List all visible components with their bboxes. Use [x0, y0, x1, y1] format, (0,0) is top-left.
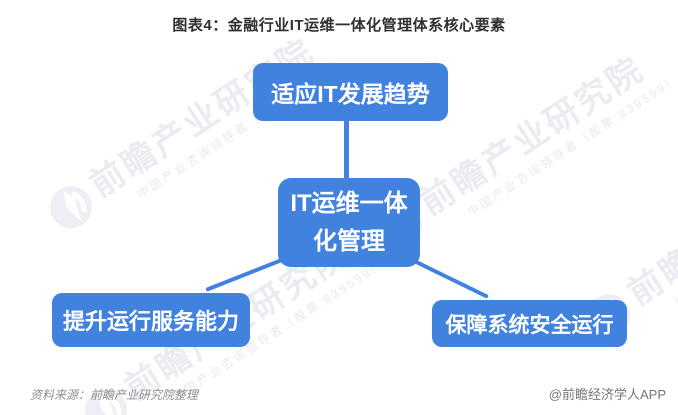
figure-title: 图表4：金融行业IT运维一体化管理体系核心要素 [172, 17, 506, 34]
connector-center-to-bottom-right [407, 256, 489, 299]
node-bottom-right: 保障系统安全运行 [432, 300, 627, 347]
connector-top-to-center [344, 120, 349, 179]
node-bottom-right-label: 保障系统安全运行 [445, 313, 614, 337]
node-top: 适应IT发展趋势 [253, 63, 448, 121]
node-center-label-line1: IT运维一体 [290, 190, 408, 218]
node-bottom-left-label: 提升运行服务能力 [62, 309, 239, 334]
source-note: 资料来源：前瞻产业研究院整理 [30, 388, 199, 402]
watermark-tagline-text: 中国产业咨询领导者（股票:839599） [464, 72, 678, 220]
qianzhan-logo-icon [42, 178, 100, 236]
watermark-brand-text: 前瞻产业研究院 [621, 139, 678, 313]
watermark-brand-text: 前瞻产业研究院 [413, 49, 652, 223]
node-top-label: 适应IT发展趋势 [271, 81, 430, 107]
watermark-tagline-text: 中国产业咨询领导者（股票:839599） [672, 162, 678, 310]
node-center: IT运维一体 化管理 [278, 178, 420, 267]
node-center-label-line2: 化管理 [313, 227, 385, 255]
connector-center-to-bottom-left [205, 255, 289, 292]
node-bottom-left: 提升运行服务能力 [52, 293, 250, 347]
credit-note: @前瞻经济学人APP [548, 387, 666, 402]
